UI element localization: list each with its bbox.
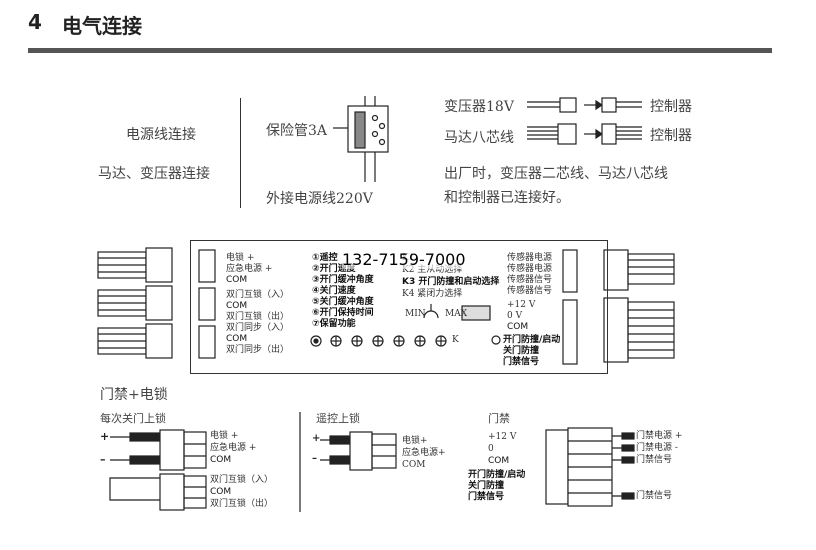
lock-label-1: 电锁 +	[210, 431, 239, 441]
fuse-holder-icon	[333, 96, 389, 182]
setting-2: ②开门速度	[312, 264, 356, 274]
board-left-label-9: 双门同步（出）	[226, 345, 290, 355]
remote-label-1: 电锁+	[402, 436, 428, 446]
top-divider	[240, 98, 241, 208]
max-label: MAX	[445, 309, 468, 319]
setting-4: ④关门速度	[312, 286, 356, 296]
lock-wiring	[109, 412, 301, 512]
setting-6: ⑥开门保持时间	[312, 308, 374, 318]
factory-note-line1: 出厂时，变压器二芯线、马达八芯线	[444, 166, 668, 182]
access-left-3: COM	[488, 456, 510, 466]
board-right-label-4: 传感器信号	[507, 286, 553, 296]
lock-label-3: COM	[210, 455, 232, 465]
remote-title: 遥控上锁	[316, 412, 360, 425]
board-left-label-4: 双门互锁（入）	[226, 290, 290, 300]
external-power-label: 外接电源线220V	[266, 191, 373, 207]
setting-3: ③开门缓冲角度	[312, 275, 374, 285]
board-right-label-8: 开门防撞/启动	[503, 335, 561, 345]
board-left-label-8: COM	[226, 334, 248, 344]
board-right-label-5: +12 V	[507, 300, 536, 310]
board-terminals	[198, 249, 578, 365]
motor-wire-label: 马达八芯线	[444, 130, 514, 146]
board-right-label-6: 0 V	[507, 311, 523, 321]
motor-connector-icon	[527, 123, 642, 145]
lock-label-2: 应急电源 +	[210, 443, 257, 453]
section-number: 4	[28, 10, 42, 34]
phone-number: 132-7159-7000	[342, 250, 466, 269]
right-plugs	[603, 249, 675, 363]
potentiometer-icons	[310, 304, 501, 347]
controller-label-2: 控制器	[650, 128, 692, 144]
section-title: 电气连接	[62, 14, 142, 38]
access-wiring	[545, 427, 635, 507]
board-left-label-5: COM	[226, 301, 248, 311]
board-left-label-6: 双门互锁（出）	[226, 312, 290, 322]
controller-board	[190, 240, 608, 374]
setting-5: ⑤关门缓冲角度	[312, 297, 374, 307]
factory-note-line2: 和控制器已连接好。	[444, 190, 570, 206]
motor-connection-label: 马达、变压器连接	[98, 166, 210, 182]
access-right-3: 门禁信号	[636, 455, 673, 465]
board-left-label-1: 电锁 +	[226, 253, 255, 263]
access-left-2: 0	[488, 444, 494, 454]
remote-plus: +	[312, 433, 321, 444]
fuse-label: 保险管3A	[266, 123, 328, 139]
board-right-label-10: 门禁信号	[503, 357, 540, 367]
key-k2: K2 主从动选择	[402, 265, 463, 275]
transformer-connector-icon	[527, 97, 642, 113]
remote-wiring	[320, 431, 397, 471]
interlock-label-2: COM	[210, 487, 232, 497]
access-lock-heading: 门禁+电锁	[100, 387, 168, 403]
access-title: 门禁	[488, 412, 510, 425]
board-right-label-3: 传感器信号	[507, 275, 553, 285]
transformer-label: 变压器18V	[444, 99, 514, 115]
board-left-label-3: COM	[226, 275, 248, 285]
remote-label-2: 应急电源+	[402, 448, 446, 458]
board-right-label-9: 关门防撞	[503, 346, 540, 356]
header-rule	[28, 48, 772, 53]
access-left-4: 开门防撞/启动	[468, 470, 526, 480]
board-left-label-2: 应急电源 +	[226, 264, 273, 274]
power-connection-label: 电源线连接	[126, 127, 196, 143]
board-right-label-7: COM	[507, 322, 529, 332]
access-left-1: +12 V	[488, 432, 517, 442]
remote-label-3: COM	[402, 460, 426, 470]
board-left-label-7: 双门同步（入）	[226, 323, 290, 333]
left-plugs	[97, 247, 173, 359]
k-label: K	[452, 335, 459, 345]
access-left-6: 门禁信号	[468, 492, 505, 502]
key-k4: K4 紧闭力选择	[402, 289, 463, 299]
setting-7: ⑦保留功能	[312, 319, 356, 329]
board-right-label-2: 传感器电源	[507, 264, 553, 274]
min-label: MIN	[405, 309, 426, 319]
controller-label-1: 控制器	[650, 99, 692, 115]
board-right-label-1: 传感器电源	[507, 253, 553, 263]
key-k3: K3 开门防撞和启动选择	[402, 277, 500, 287]
lock-minus: –	[100, 453, 106, 466]
access-right-4: 门禁信号	[636, 491, 673, 501]
access-left-5: 关门防撞	[468, 481, 505, 491]
access-right-1: 门禁电源 +	[636, 431, 683, 441]
access-right-2: 门禁电源 -	[636, 443, 678, 453]
lock-plus: +	[100, 430, 110, 443]
interlock-label-1: 双门互锁（入）	[210, 475, 274, 485]
setting-1: ①遥控	[312, 253, 338, 263]
interlock-label-3: 双门互锁（出）	[210, 499, 274, 509]
remote-minus: –	[312, 453, 317, 464]
lock-title: 每次关门上锁	[100, 412, 166, 425]
